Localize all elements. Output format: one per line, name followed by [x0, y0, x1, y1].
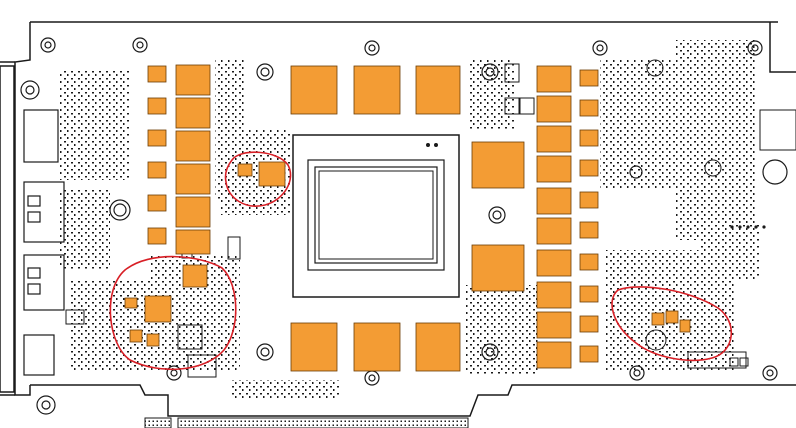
- memory-pads-bottom: [290, 322, 461, 372]
- annotation-circles: [109, 151, 733, 371]
- circle-lower-left-vrm: [109, 255, 237, 371]
- vrm-pads-left: [147, 64, 211, 255]
- memory-pads-top: [290, 65, 461, 115]
- highlighted-pads: [124, 161, 691, 347]
- pcie-edge-connector: [144, 417, 469, 428]
- circle-right-vrm: [611, 286, 733, 362]
- board-outline: [0, 21, 796, 417]
- smd-components: [60, 40, 760, 400]
- memory-pads-right: [471, 141, 525, 292]
- vrm-pads-right: [536, 65, 599, 369]
- io-ports: [20, 80, 65, 415]
- circle-upper-left-vrm: [224, 151, 292, 207]
- gpu-package: [292, 134, 460, 298]
- test-points: [730, 225, 766, 229]
